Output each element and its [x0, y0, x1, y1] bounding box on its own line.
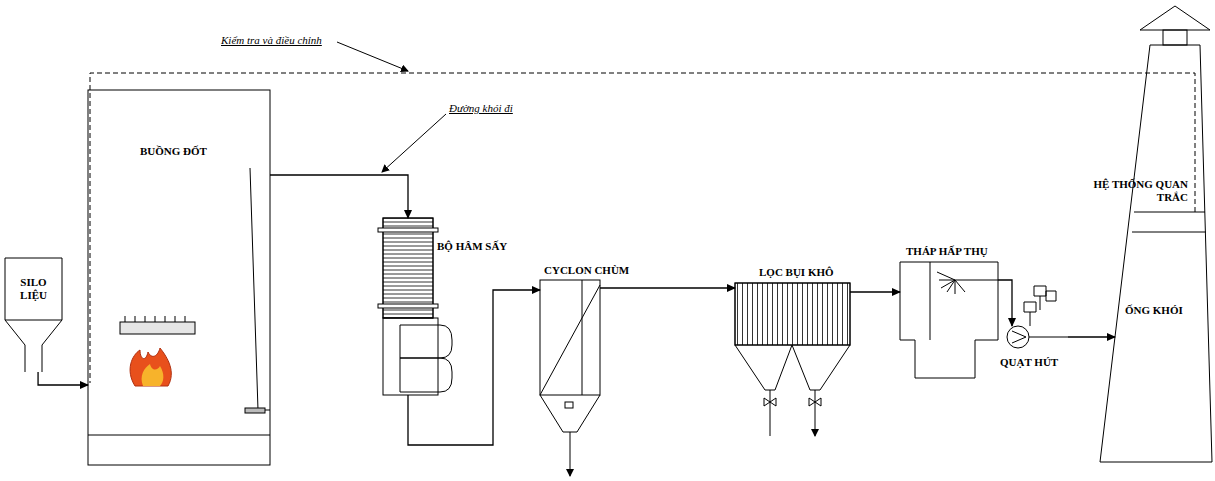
flue-gas-line	[38, 372, 88, 385]
equipment-name: SILO LIỆU	[8, 276, 59, 302]
flue-gas-line	[408, 290, 540, 445]
equipment-name: BUỒNG ĐỐT	[140, 145, 207, 158]
equipment-name: HỆ THỐNG QUAN TRẮC	[1080, 178, 1188, 204]
equipment-name: CYCLON CHÙM	[544, 264, 629, 277]
cyclone-battery: CYCLON CHÙM	[540, 280, 600, 432]
chimney: ỐNG KHÓI	[1100, 6, 1212, 462]
equipment-name: THÁP HẤP THỤ	[906, 245, 988, 258]
silo-hopper: SILO LIỆU	[5, 258, 62, 372]
equipment-name: QUẠT HÚT	[1000, 356, 1058, 369]
annotation-label: Kiểm tra và điều chỉnh	[220, 34, 323, 47]
flue-gas-line	[998, 280, 1012, 326]
equipment-name: BỘ HÂM SẤY	[437, 240, 507, 253]
annotation-label: Đường khói đi	[448, 102, 514, 115]
economizer: BỘ HÂM SẤY	[383, 218, 453, 395]
equipment-name: LỌC BỤI KHÔ	[759, 266, 834, 279]
combustion-chamber: BUỒNG ĐỐT	[88, 90, 270, 465]
flue-gas-line	[850, 291, 900, 292]
flue-gas-line	[600, 287, 735, 288]
bag-filter: LỌC BỤI KHÔ	[735, 283, 850, 395]
flue-gas-line	[1068, 336, 1115, 337]
equipment-name: ỐNG KHÓI	[1125, 304, 1183, 317]
monitoring-system: HỆ THỐNG QUAN TRẮC	[1080, 176, 1200, 232]
flue-gas-line	[270, 175, 408, 218]
suction-fan: QUẠT HÚT	[997, 326, 1068, 372]
absorption-tower: THÁP HẤP THỤ	[900, 262, 998, 378]
control-line	[90, 73, 1195, 383]
